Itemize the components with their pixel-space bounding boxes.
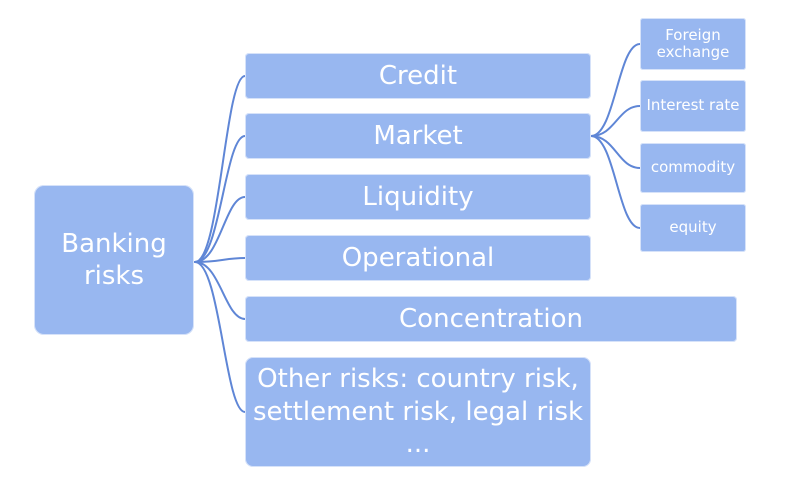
- node-commodity: commodity: [640, 143, 746, 193]
- connector-market-equity: [590, 135, 641, 229]
- node-foreign-exchange-label: Foreign exchange: [656, 25, 730, 61]
- node-credit: Credit: [245, 53, 591, 99]
- root-node-label: Banking risks: [61, 228, 167, 292]
- connector-market-ir: [590, 105, 641, 137]
- connector-root-credit: [194, 75, 246, 263]
- node-interest-rate: Interest rate: [640, 80, 746, 132]
- connector-root-market: [194, 135, 246, 263]
- node-liquidity-label: Liquidity: [362, 182, 474, 212]
- node-market-label: Market: [373, 121, 463, 151]
- node-foreign-exchange: Foreign exchange: [640, 18, 746, 70]
- node-operational: Operational: [245, 235, 591, 281]
- node-operational-label: Operational: [341, 243, 495, 273]
- node-other-risks-label: Other risks: country risk, settlement ri…: [252, 364, 584, 460]
- node-market: Market: [245, 113, 591, 159]
- node-other-risks: Other risks: country risk, settlement ri…: [245, 357, 591, 467]
- connector-root-other: [194, 261, 246, 413]
- node-liquidity: Liquidity: [245, 174, 591, 220]
- connector-root-concentration: [194, 261, 246, 320]
- node-equity-label: equity: [669, 218, 717, 237]
- node-concentration-label: Concentration: [399, 304, 583, 334]
- node-commodity-label: commodity: [650, 158, 736, 177]
- connector-market-fx: [590, 43, 641, 137]
- root-node-banking-risks: Banking risks: [34, 185, 194, 335]
- connector-market-commodity: [590, 135, 641, 169]
- node-credit-label: Credit: [378, 61, 458, 91]
- connector-root-operational: [194, 257, 246, 263]
- node-equity: equity: [640, 204, 746, 252]
- node-interest-rate-label: Interest rate: [646, 96, 740, 115]
- node-concentration: Concentration: [245, 296, 737, 342]
- connector-root-liquidity: [194, 196, 246, 263]
